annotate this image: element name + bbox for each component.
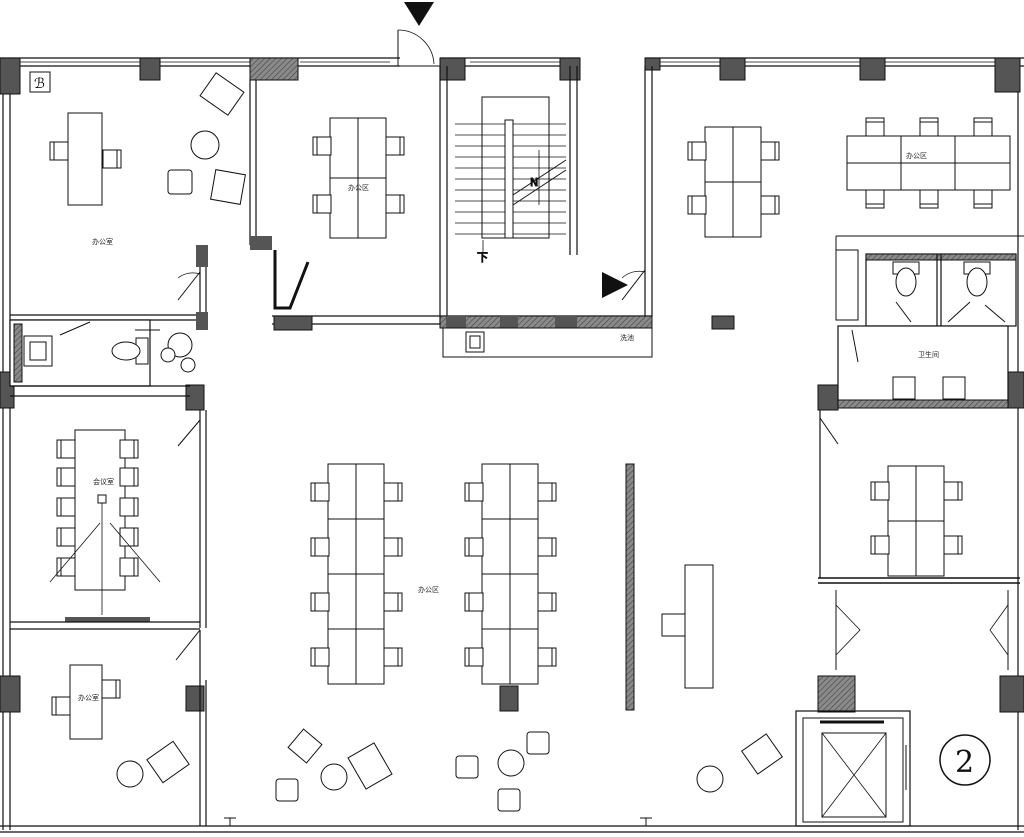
label-office-sw: 办公室 [78,693,99,702]
east-entrance [602,66,653,316]
sw-office: 办公室 [51,630,207,826]
east-office [818,410,1020,670]
ne-office: 办公区 [687,117,1011,238]
north-entrance [397,2,440,67]
staircase: N 下 [455,66,578,265]
central-office: 办公区 [275,463,557,812]
reception [625,463,784,793]
label-meeting-room: 会议室 [93,477,114,486]
label-office-nw: 办公室 [92,237,113,246]
north-mark: N [530,176,538,189]
section-number: 2 [955,745,974,780]
restroom-east: 卫生间 [835,235,1024,409]
label-sink: 洗池 [620,333,634,342]
svg-text:ℬ: ℬ [34,76,45,92]
restroom-west [9,319,196,397]
label-restroom: 卫生间 [918,350,939,359]
stair-down-label: 下 [477,251,488,264]
label-office-ne: 办公区 [906,151,927,160]
label-office-center: 办公区 [418,585,439,594]
bottom-details [224,817,652,826]
elevator [795,710,911,827]
section-badge: 2 [939,734,991,786]
nw-office: ℬ 办公室 [10,71,246,330]
north-office-area: 办公区 [249,66,448,331]
meeting-room: 会议室 [10,410,207,661]
label-office-north: 办公区 [348,183,369,192]
corridor-sink: 洗池 [439,315,653,358]
